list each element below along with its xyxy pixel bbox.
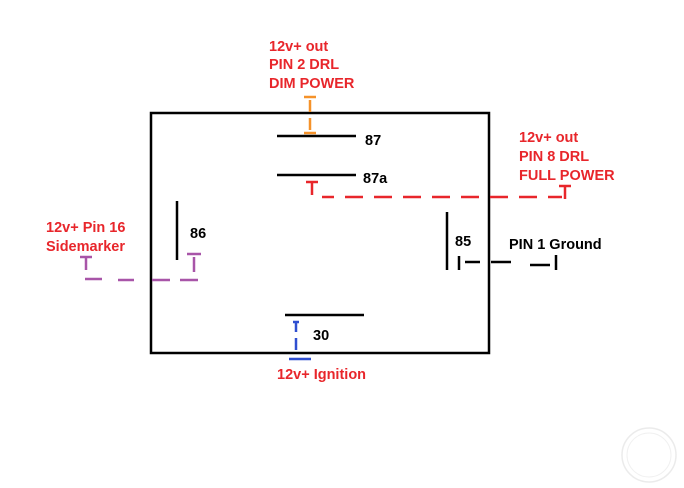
- pin-30-label: 30: [313, 328, 329, 344]
- pin-87-label: 87: [365, 133, 381, 149]
- pin-86-label: 86: [190, 226, 206, 242]
- wire-86-sidemarker: [80, 252, 201, 282]
- top-label: 12v+ out PIN 2 DRL DIM POWER: [269, 39, 355, 92]
- ground-label: PIN 1 Ground: [509, 237, 602, 253]
- pin-87a-label: 87a: [363, 171, 388, 187]
- wire-87a-full-power: [306, 180, 571, 199]
- pin-85-label: 85: [455, 234, 471, 250]
- wire-30-ignition: [289, 320, 311, 361]
- relay-box: [149, 111, 491, 355]
- watermark-seal: [621, 427, 677, 483]
- right-label: 12v+ out PIN 8 DRL FULL POWER: [519, 130, 615, 184]
- ignition-label: 12v+ Ignition: [277, 367, 366, 383]
- wire-85-ground: [457, 255, 558, 270]
- wire-87-dim-power: [304, 95, 316, 135]
- left-label: 12v+ Pin 16 Sidemarker: [46, 220, 129, 255]
